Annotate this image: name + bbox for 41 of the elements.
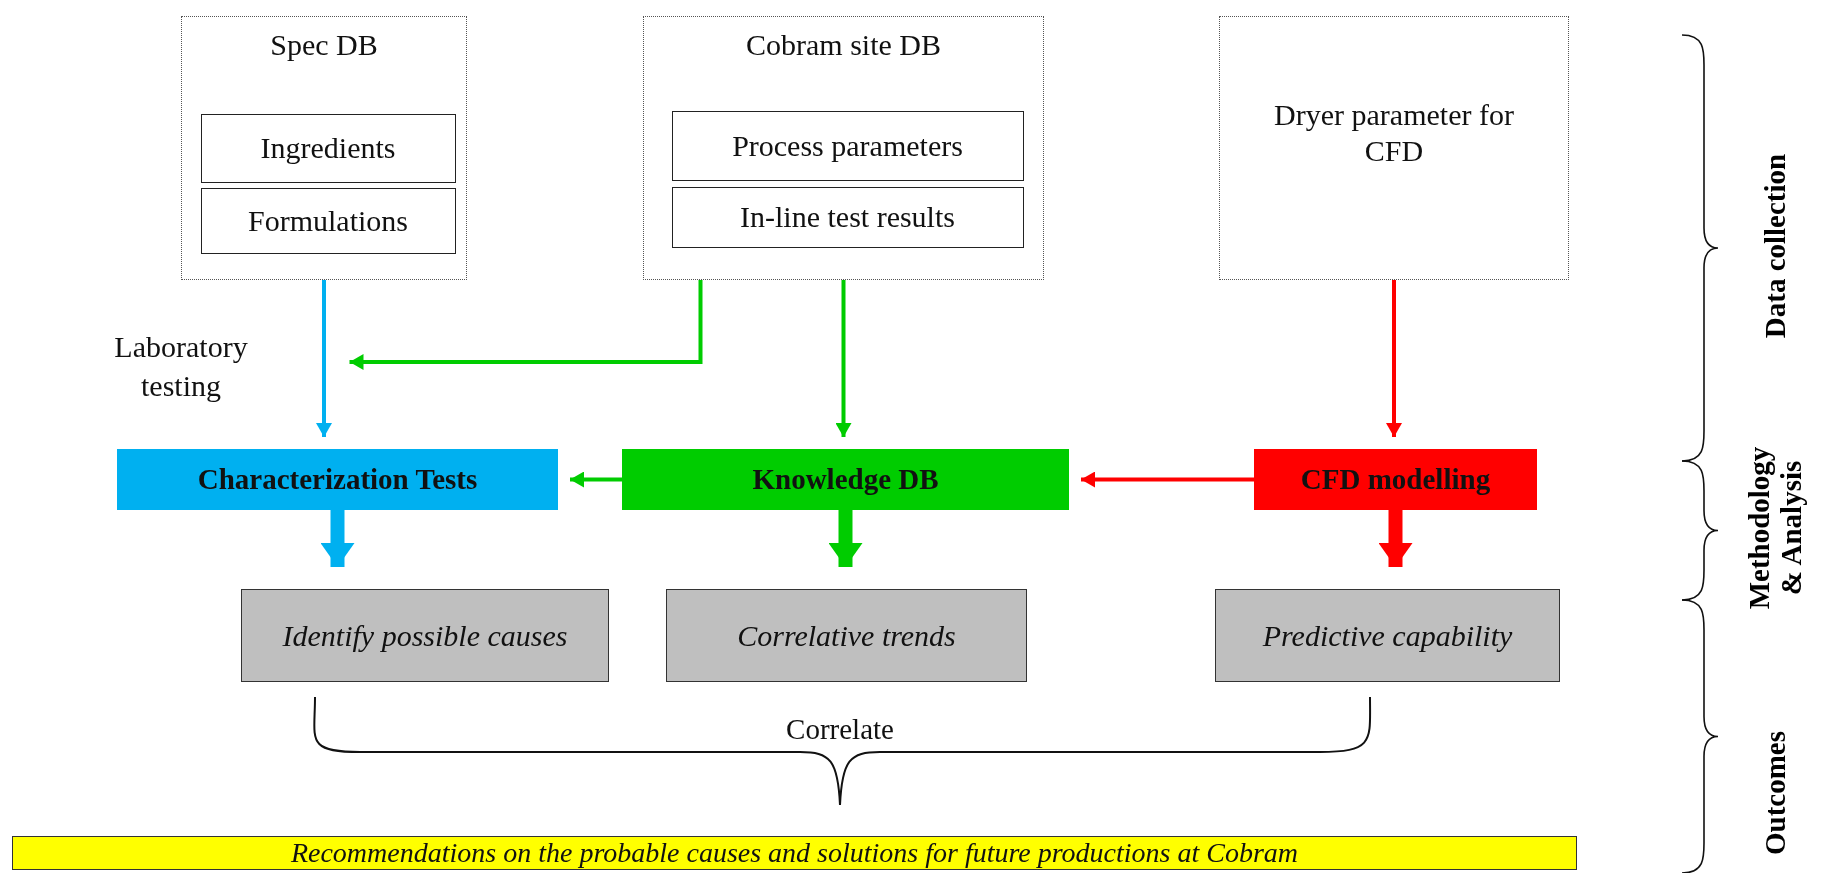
section-label: Data collection: [1760, 153, 1792, 339]
process-box: [1254, 449, 1537, 510]
node-label: CFD modelling: [1300, 462, 1491, 497]
node-label: Formulations: [248, 202, 408, 239]
node-label: Cobram site DB: [746, 27, 941, 63]
process-box: [622, 449, 1069, 510]
section-label: Outcomes: [1760, 731, 1792, 855]
database-box: [181, 16, 467, 280]
node-label: In-line test results: [740, 199, 955, 235]
data-box: [200, 187, 456, 254]
node-label: Characterization Tests: [197, 462, 478, 497]
database-box: [1219, 16, 1569, 280]
outcome-box: [666, 589, 1027, 682]
section-label: Methodology & Analysis: [1744, 445, 1808, 612]
outcome-box: [1215, 589, 1560, 682]
process-box: [117, 449, 558, 510]
node-label: Process parameters: [732, 127, 963, 164]
node-label: Knowledge DB: [752, 462, 939, 497]
node-label: Recommendations on the probable causes and solutions for future productions at Cobram: [290, 836, 1299, 870]
arrow: [570, 471, 622, 488]
node-label: Dryer parameter for CFD: [1273, 97, 1515, 169]
node-label: Predictive capability: [1262, 617, 1513, 654]
edge-label: Laboratory testing: [113, 329, 249, 404]
thick-arrow: [320, 510, 355, 567]
outcome-box: [241, 589, 609, 682]
arrow: [1081, 471, 1254, 488]
data-box: [200, 113, 456, 183]
arrow: [316, 280, 332, 437]
arrow: [835, 280, 852, 437]
thick-arrow: [828, 510, 863, 567]
node-label: Correlative trends: [737, 617, 956, 654]
database-box: [643, 16, 1044, 280]
data-box: [671, 186, 1024, 248]
arrow: [1386, 280, 1402, 437]
arrow: [349, 280, 703, 370]
data-box: [671, 110, 1024, 181]
node-label: Spec DB: [270, 27, 378, 63]
thick-arrow: [1378, 510, 1413, 567]
recommendation-box: [12, 836, 1577, 870]
node-label: Identify possible causes: [282, 617, 568, 654]
node-label: Ingredients: [260, 130, 396, 166]
